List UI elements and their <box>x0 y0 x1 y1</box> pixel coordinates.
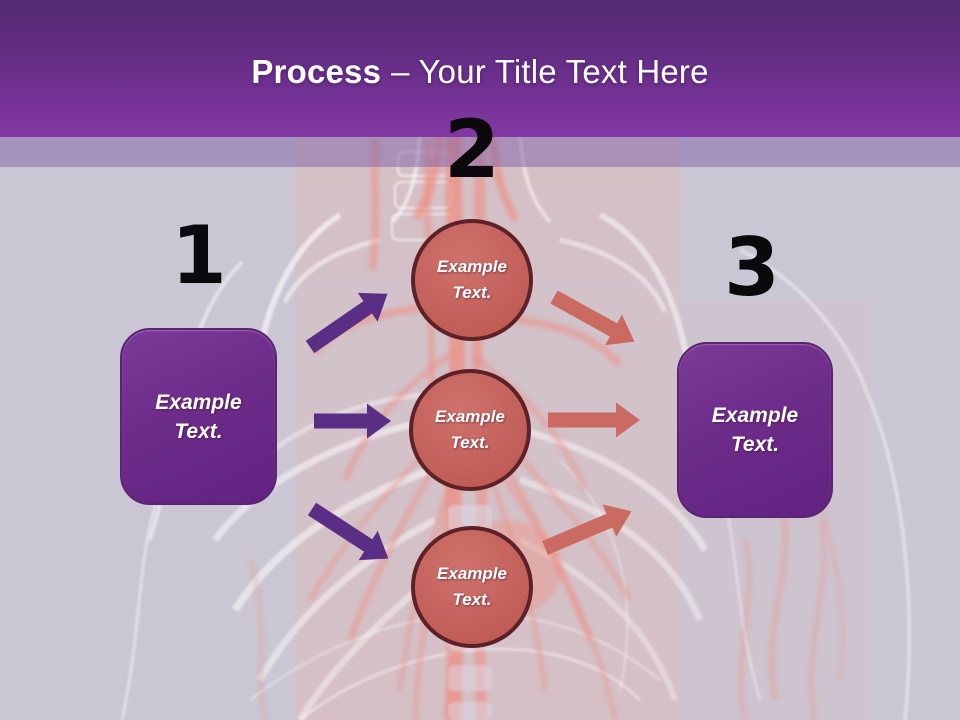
process-circle-3-label: Example Text. <box>415 530 529 644</box>
title-band: Process– Your Title Text Here <box>0 0 960 137</box>
process-circle-2-label: Example Text. <box>413 373 527 487</box>
label-line: Example <box>155 390 242 414</box>
step-number-3: 3 <box>724 221 780 314</box>
label-line: Example <box>437 257 507 276</box>
process-start-box-label: Example Text. <box>122 330 275 503</box>
header-substrip <box>0 137 960 167</box>
slide-title: Process– Your Title Text Here <box>0 53 960 91</box>
process-circle-3: Example Text. <box>411 526 533 648</box>
process-end-box: Example Text. <box>677 342 833 518</box>
process-start-box: Example Text. <box>120 328 277 505</box>
process-end-box-label: Example Text. <box>679 344 831 516</box>
label-line: Text. <box>450 433 490 452</box>
step-number-1: 1 <box>171 209 227 302</box>
label-line: Example <box>435 407 505 426</box>
label-line: Text. <box>452 283 492 302</box>
step-number-2: 2 <box>444 103 500 196</box>
process-circle-1: Example Text. <box>411 219 533 341</box>
title-rest-text: – Your Title Text Here <box>391 53 709 90</box>
label-line: Text. <box>730 433 780 456</box>
label-line: Text. <box>174 419 223 443</box>
process-circle-2: Example Text. <box>409 369 531 491</box>
label-line: Example <box>711 404 799 427</box>
title-keyword: Process <box>251 53 382 90</box>
label-line: Example <box>437 564 507 583</box>
label-line: Text. <box>452 590 492 609</box>
process-circle-1-label: Example Text. <box>415 223 529 337</box>
